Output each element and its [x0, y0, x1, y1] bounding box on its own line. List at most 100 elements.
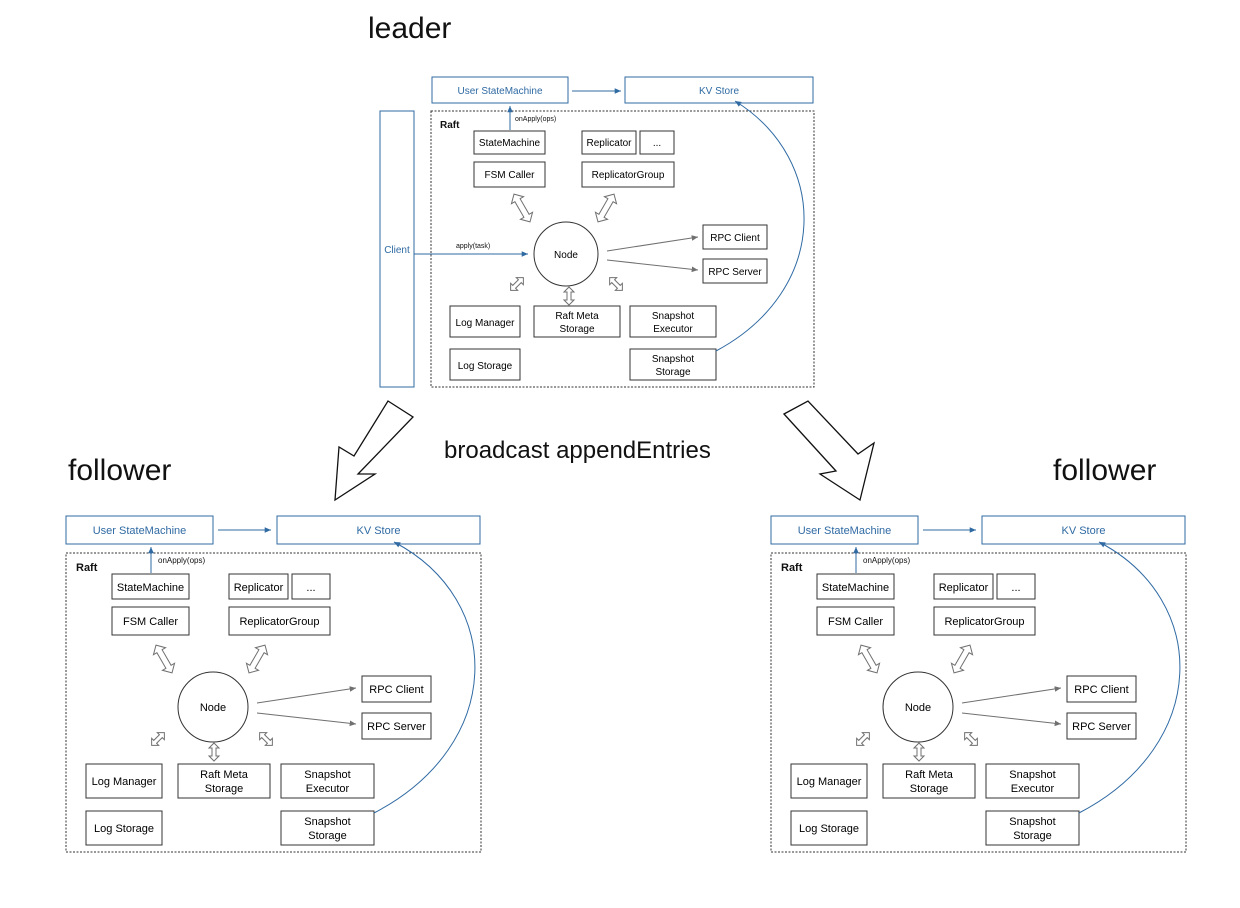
user-statemachine-label: User StateMachine	[798, 525, 892, 537]
meta-node-double-arrow	[563, 286, 575, 306]
snapshot-to-kv-curve	[1078, 541, 1181, 814]
replicator-group-label: ReplicatorGroup	[239, 616, 319, 628]
replicator-label: Replicator	[939, 582, 989, 594]
fsm-caller-label: FSM Caller	[123, 616, 178, 628]
statemachine-label: StateMachine	[479, 138, 541, 149]
replicator-box: Replicator	[581, 130, 637, 155]
node-circle: Node	[533, 221, 599, 287]
raft-meta-storage-box: Raft Meta Storage	[533, 305, 621, 338]
rpc-client-box: RPC Client	[361, 675, 432, 703]
replicator-group-label: ReplicatorGroup	[944, 616, 1024, 628]
raft-meta-storage-box: Raft Meta Storage	[882, 763, 976, 799]
replicator-group-label: ReplicatorGroup	[592, 170, 665, 181]
raft-label: Raft	[440, 120, 460, 131]
leader-panel: User StateMachine KV Store Raft onApply(…	[430, 76, 815, 388]
replicator-node-double-arrow	[242, 641, 272, 677]
node-to-rpc-client-arrow	[256, 686, 357, 704]
onapply-label: onApply(ops)	[158, 556, 205, 565]
kv-store-box: KV Store	[981, 515, 1186, 545]
node-circle: Node	[882, 671, 954, 743]
rpc-server-label: RPC Server	[367, 721, 426, 733]
fsm-caller-box: FSM Caller	[816, 606, 895, 636]
raft-container	[430, 110, 815, 388]
snapshot-executor-box: Snapshot Executor	[629, 305, 717, 338]
kv-store-box: KV Store	[276, 515, 481, 545]
snapshot-executor-line2: Executor	[306, 783, 350, 795]
replicator-label: Replicator	[234, 582, 284, 594]
node-to-rpc-client-arrow	[606, 235, 699, 252]
snapshot-executor-line1: Snapshot	[1009, 769, 1055, 781]
fsm-caller-label: FSM Caller	[484, 170, 535, 181]
node-to-rpc-server-arrow	[256, 712, 357, 727]
fsm-node-double-arrow	[854, 641, 884, 677]
logmgr-node-double-arrow	[506, 273, 528, 295]
node-to-rpc-server-arrow	[606, 259, 699, 273]
ellipsis-label: ...	[306, 582, 315, 594]
log-manager-label: Log Manager	[797, 776, 862, 788]
kv-store-label: KV Store	[356, 525, 400, 537]
log-storage-label: Log Storage	[94, 823, 154, 835]
leader-title: leader	[368, 12, 452, 45]
apply-task-arrow: apply(task)	[414, 243, 528, 257]
raft-container	[770, 552, 1187, 853]
rpc-client-box: RPC Client	[1066, 675, 1137, 703]
logmgr-node-double-arrow	[852, 728, 874, 750]
snapshot-storage-line2: Storage	[1013, 830, 1052, 842]
raft-meta-storage-line2: Storage	[910, 783, 949, 795]
raft-container	[65, 552, 482, 853]
rpc-server-box: RPC Server	[702, 258, 768, 284]
log-manager-box: Log Manager	[449, 305, 521, 338]
meta-node-double-arrow	[913, 742, 925, 762]
raft-meta-storage-line1: Raft Meta	[200, 769, 249, 781]
raft-meta-storage-box: Raft Meta Storage	[177, 763, 271, 799]
rpc-client-box: RPC Client	[702, 224, 768, 250]
user-statemachine-box: User StateMachine	[65, 515, 214, 545]
ellipsis-label: ...	[1011, 582, 1020, 594]
replicator-node-double-arrow	[591, 190, 621, 226]
log-storage-box: Log Storage	[449, 348, 521, 381]
onapply-label: onApply(ops)	[863, 556, 910, 565]
snapshot-storage-line2: Storage	[655, 367, 690, 378]
statemachine-label: StateMachine	[822, 582, 889, 594]
node-label: Node	[905, 702, 931, 714]
log-manager-box: Log Manager	[790, 763, 868, 799]
rpc-server-label: RPC Server	[708, 267, 762, 278]
snapshot-storage-box: Snapshot Storage	[280, 810, 375, 846]
user-statemachine-label: User StateMachine	[457, 86, 542, 97]
follower-left-title: follower	[68, 454, 172, 487]
raft-label: Raft	[76, 562, 98, 574]
snapexec-node-double-arrow	[255, 728, 277, 750]
snapshot-storage-line2: Storage	[308, 830, 347, 842]
replicator-node-double-arrow	[947, 641, 977, 677]
replicator-group-box: ReplicatorGroup	[228, 606, 331, 636]
snapexec-node-double-arrow	[605, 273, 627, 295]
rpc-server-label: RPC Server	[1072, 721, 1131, 733]
ellipsis-box: ...	[996, 573, 1036, 600]
replicator-group-box: ReplicatorGroup	[933, 606, 1036, 636]
raft-meta-storage-line2: Storage	[205, 783, 244, 795]
statemachine-box: StateMachine	[473, 130, 546, 155]
replicator-group-box: ReplicatorGroup	[581, 161, 675, 188]
fsm-caller-box: FSM Caller	[111, 606, 190, 636]
node-circle: Node	[177, 671, 249, 743]
node-label: Node	[200, 702, 226, 714]
statemachine-box: StateMachine	[111, 573, 190, 600]
log-manager-label: Log Manager	[92, 776, 157, 788]
user-statemachine-label: User StateMachine	[93, 525, 187, 537]
snapshot-storage-line1: Snapshot	[304, 816, 350, 828]
ellipsis-label: ...	[653, 138, 661, 149]
node-to-rpc-server-arrow	[961, 712, 1062, 727]
broadcast-arrow-left	[334, 400, 415, 502]
rpc-server-box: RPC Server	[1066, 712, 1137, 740]
statemachine-label: StateMachine	[117, 582, 184, 594]
raft-label: Raft	[781, 562, 803, 574]
snapshot-executor-box: Snapshot Executor	[985, 763, 1080, 799]
broadcast-label: broadcast appendEntries	[444, 437, 711, 464]
client-box: Client	[379, 110, 415, 388]
log-storage-label: Log Storage	[458, 361, 513, 372]
kv-store-label: KV Store	[699, 86, 739, 97]
snapshot-executor-box: Snapshot Executor	[280, 763, 375, 799]
snapexec-node-double-arrow	[960, 728, 982, 750]
rpc-client-label: RPC Client	[1074, 684, 1128, 696]
kv-store-label: KV Store	[1061, 525, 1105, 537]
